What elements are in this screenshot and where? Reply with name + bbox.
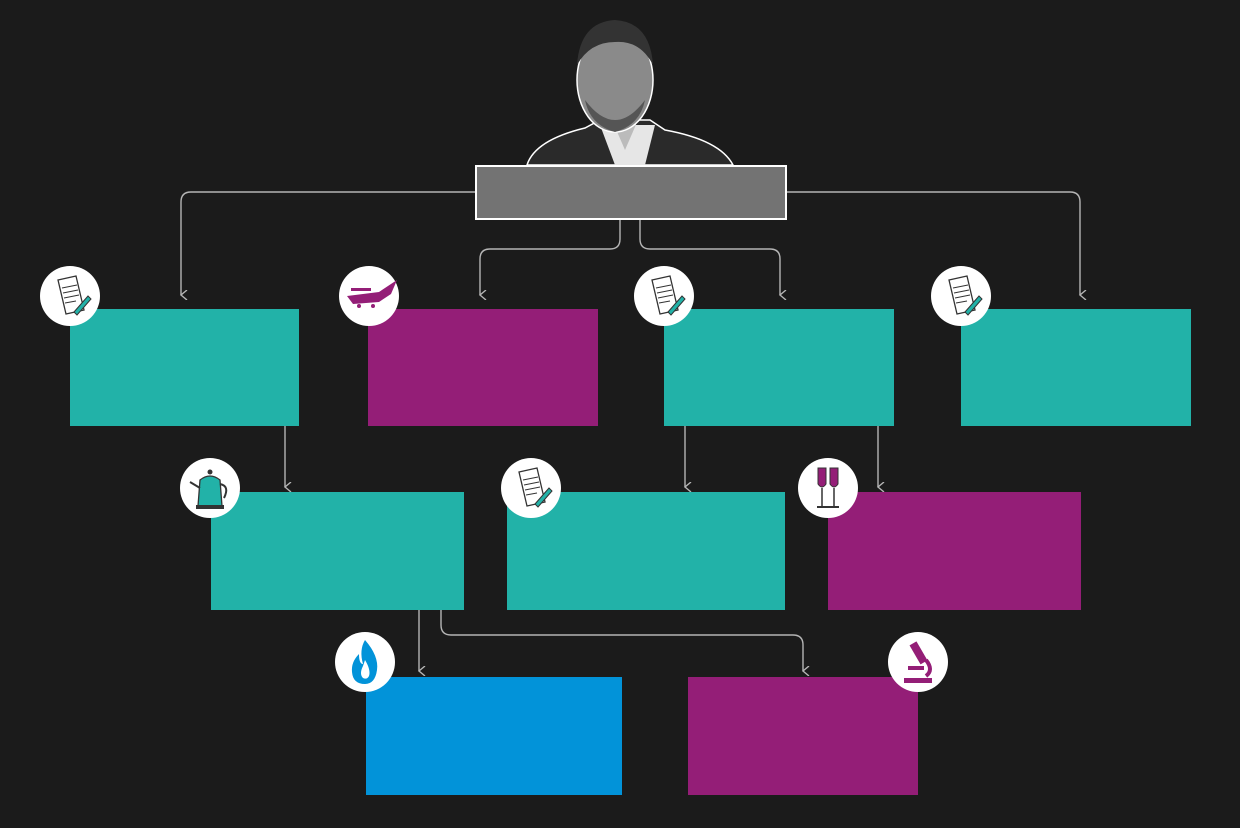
connector-root-n4 [786, 191, 1080, 295]
node-n7[interactable] [828, 492, 1081, 610]
connector-root-n3 [639, 219, 780, 295]
kettle-icon [180, 458, 240, 518]
wine-glasses-icon [798, 458, 858, 518]
node-n4[interactable] [961, 309, 1191, 426]
document-pen-icon [40, 266, 100, 326]
node-n1[interactable] [70, 309, 299, 426]
connector-root-n2 [480, 219, 621, 295]
document-pen-icon [634, 266, 694, 326]
person-portrait [525, 20, 735, 166]
airplane-icon [339, 266, 399, 326]
microscope-icon [888, 632, 948, 692]
node-n3[interactable] [664, 309, 894, 426]
node-n8[interactable] [366, 677, 622, 795]
root-node[interactable] [475, 165, 787, 220]
connector-root-n1 [181, 191, 475, 295]
node-n5[interactable] [211, 492, 464, 610]
flame-icon [335, 632, 395, 692]
connector-n5-n9 [440, 610, 803, 671]
node-n2[interactable] [368, 309, 598, 426]
document-pen-icon [501, 458, 561, 518]
node-n6[interactable] [507, 492, 785, 610]
node-n9[interactable] [688, 677, 918, 795]
document-pen-icon [931, 266, 991, 326]
